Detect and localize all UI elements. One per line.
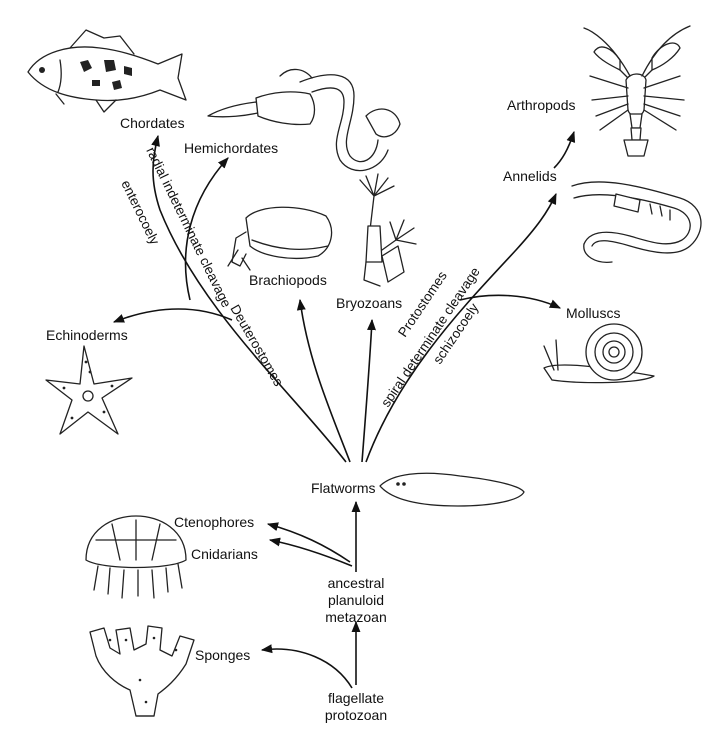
label-planuloid-1: ancestral — [328, 575, 385, 591]
snail-icon — [543, 323, 655, 384]
arrow-to-ctenophores — [266, 522, 351, 563]
sponge-icon — [89, 625, 195, 717]
arrow-to-hemichordates — [184, 157, 229, 301]
arrow-to-bryozoans — [361, 318, 376, 463]
label-bryozoans: Bryozoans — [336, 295, 402, 311]
arrow-to-molluscs — [459, 294, 562, 309]
arrow-to-brachiopods — [296, 298, 351, 463]
earthworm-icon — [571, 181, 702, 263]
arrow-to-echinoderms — [112, 308, 233, 323]
label-arthropods: Arthropods — [507, 97, 575, 113]
bryozoan-icon — [359, 173, 417, 287]
label-deuterostomes: Deuterostomes — [227, 302, 286, 389]
arrow-to-sponges — [260, 644, 353, 689]
label-planuloid-3: metazoan — [325, 609, 386, 625]
taxon-labels: Chordates Hemichordates Echinoderms Brac… — [46, 97, 620, 663]
arrow-to-arthropods — [553, 130, 576, 169]
jellyfish-icon — [85, 515, 187, 599]
flatworm-icon — [379, 472, 525, 507]
branch-lines — [112, 130, 576, 689]
label-hemichordates: Hemichordates — [184, 140, 278, 156]
label-sponges: Sponges — [195, 647, 250, 663]
starfish-icon — [45, 345, 133, 435]
label-molluscs: Molluscs — [566, 305, 620, 321]
label-protozoan-1: flagellate — [328, 690, 384, 706]
ancestor-labels: ancestral planuloid metazoan flagellate … — [325, 575, 387, 723]
label-echinoderms: Echinoderms — [46, 327, 128, 343]
arrow-to-chordates — [151, 134, 347, 463]
acorn-worm-icon — [207, 68, 401, 172]
lobster-icon — [583, 25, 691, 157]
arrow-to-annelids — [365, 192, 557, 463]
label-protozoan-2: protozoan — [325, 707, 387, 723]
label-annelids: Annelids — [503, 168, 557, 184]
label-ctenophores: Ctenophores — [174, 514, 254, 530]
label-chordates: Chordates — [120, 115, 185, 131]
label-deutero-trait2: enterocoely — [118, 178, 162, 248]
label-flatworms: Flatworms — [311, 480, 376, 496]
label-cnidarians: Cnidarians — [191, 546, 258, 562]
label-brachiopods: Brachiopods — [249, 272, 327, 288]
arrow-to-cnidarians — [268, 537, 353, 567]
label-planuloid-2: planuloid — [328, 592, 384, 608]
brachiopod-icon — [227, 206, 333, 271]
fish-icon — [27, 29, 187, 113]
